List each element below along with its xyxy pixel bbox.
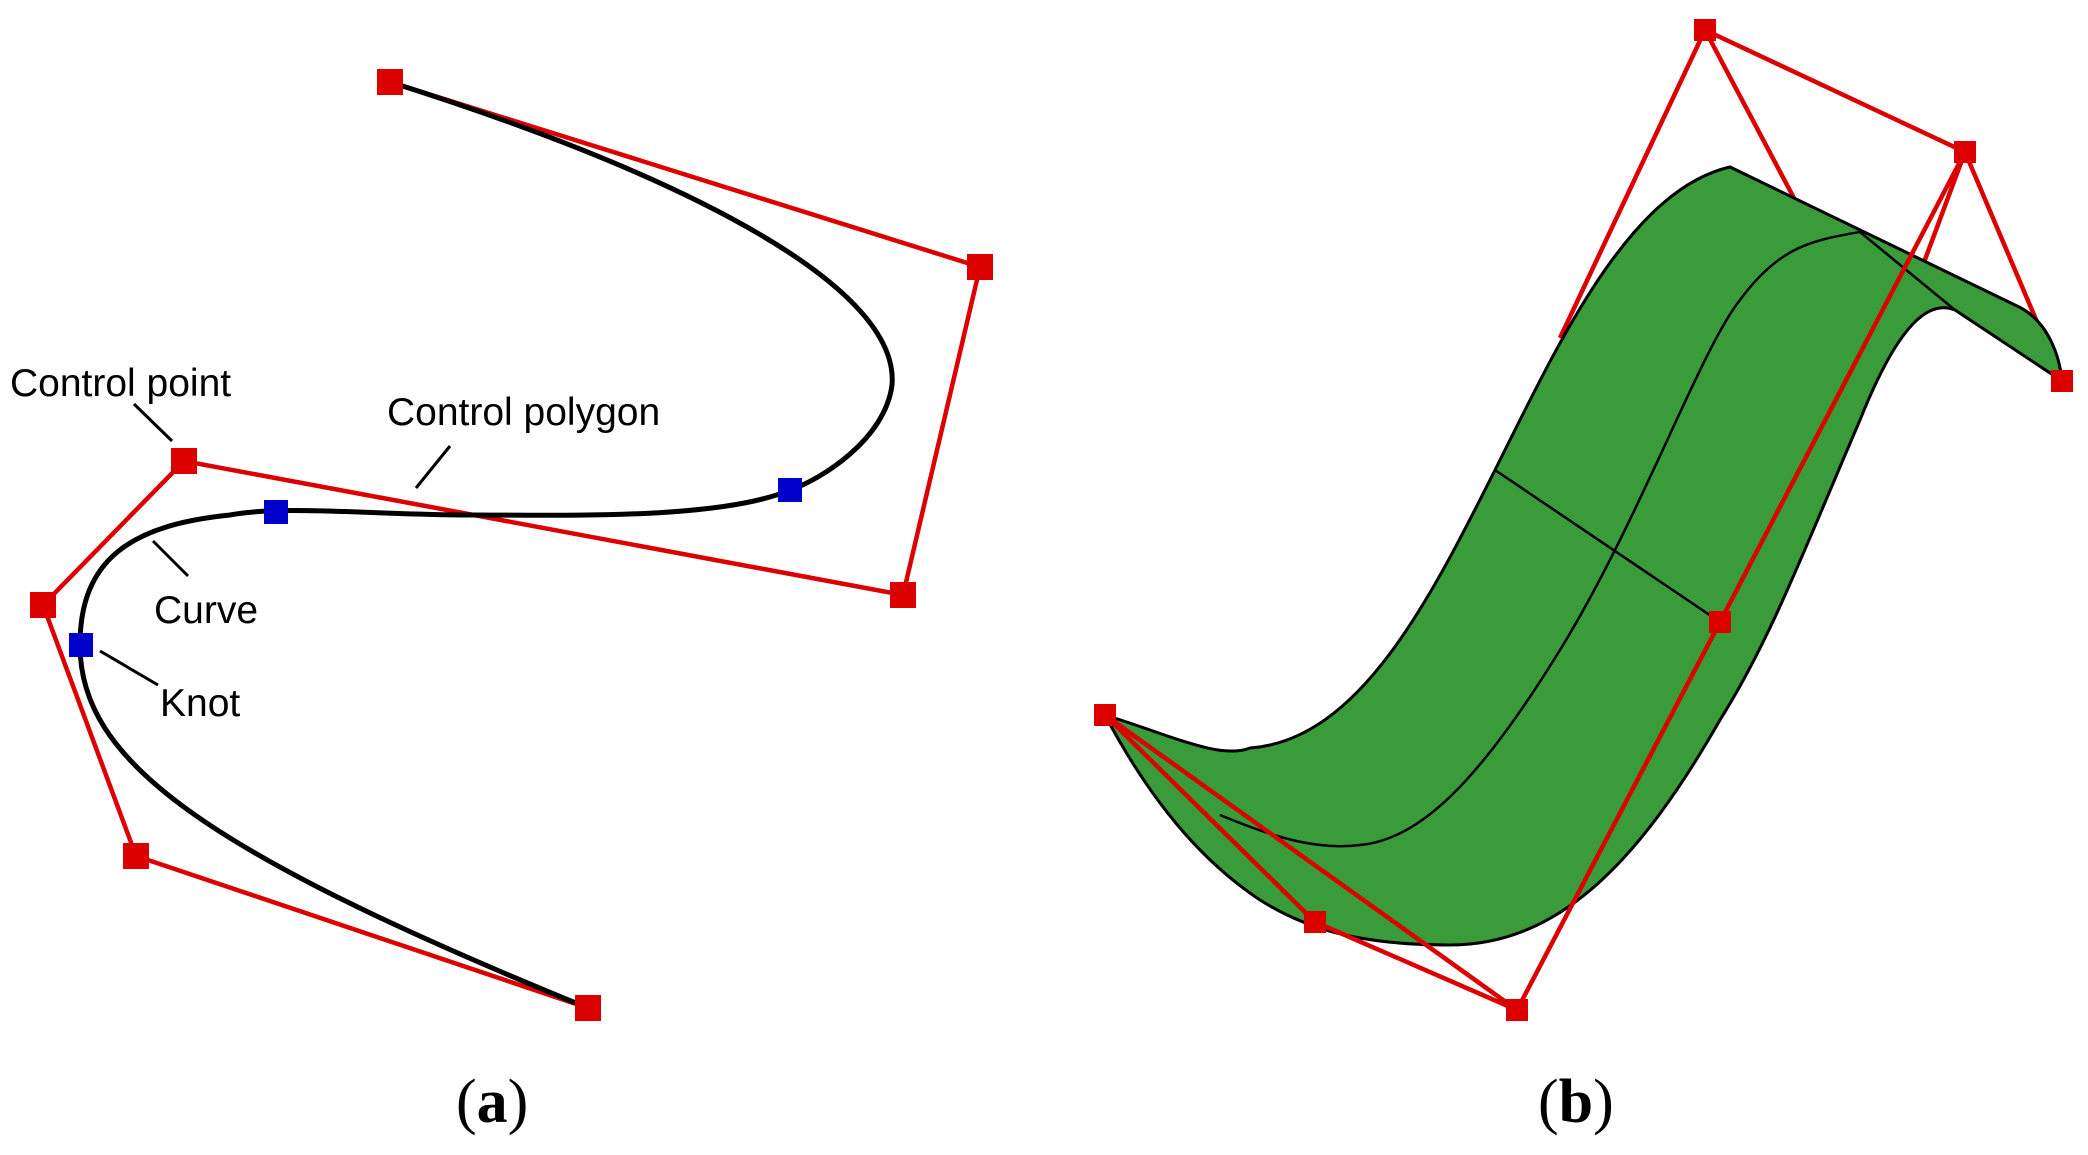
control-point [2051,370,2073,392]
knot [69,633,93,657]
control-point [890,582,916,608]
control-point [123,843,149,869]
panel-a: Control point Control polygon Curve Knot… [10,69,993,1136]
control-point [377,69,403,95]
label-knot: Knot [160,682,240,725]
bspline-curve [77,79,895,1011]
control-point [1506,999,1528,1021]
control-point [1709,611,1731,633]
caption-a: (a) [456,1068,528,1136]
label-control-point: Control point [10,362,231,405]
knot [778,478,802,502]
control-points-a [30,69,993,1021]
label-curve: Curve [154,589,258,632]
surface-isolines [1219,165,2016,848]
label-control-polygon: Control polygon [387,391,660,434]
control-polygon-a [40,79,983,1011]
control-point [967,254,993,280]
control-point [1694,19,1716,41]
knot [264,500,288,524]
control-point [575,995,601,1021]
leader-lines [99,402,452,687]
control-point [171,448,197,474]
caption-b: (b) [1538,1068,1614,1136]
control-points-b [1094,19,2073,1021]
control-point [30,592,56,618]
control-point [1094,704,1116,726]
control-point [1304,911,1326,933]
bspline-surface [1101,165,2064,947]
control-point [1954,141,1976,163]
knots [69,478,802,657]
panel-b: (b) [1094,19,2073,1136]
